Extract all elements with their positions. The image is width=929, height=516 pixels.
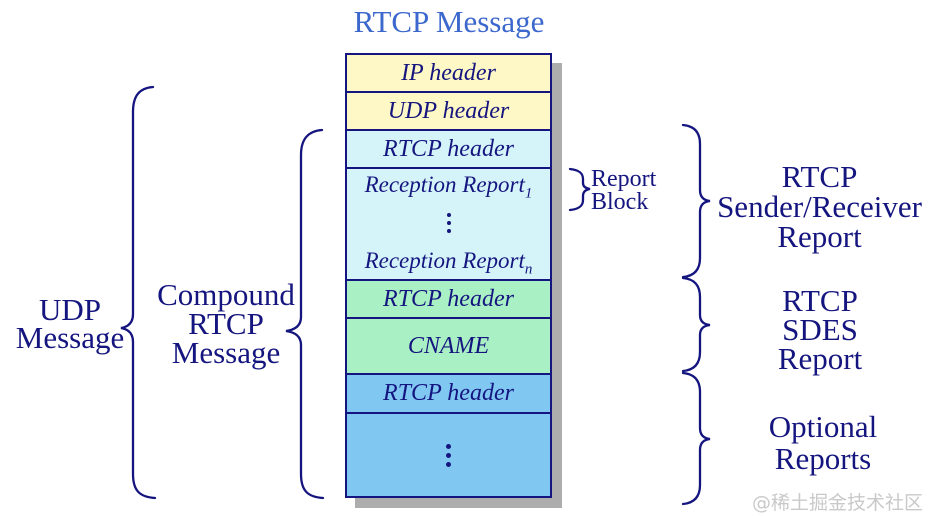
rtcp-sdes-report-label: RTCP SDES Report [720,283,920,376]
diagram-title: RTCP Message [353,4,545,39]
label-line: RTCP [188,306,264,341]
sdes-brace [681,276,711,373]
segment-rtcp-header-1: RTCP header [347,129,550,167]
segment-rtcp-header-3: RTCP header [347,373,550,412]
segment-udp-header: UDP header [347,91,550,129]
dot [446,229,451,233]
watermark: @稀土掘金技术社区 [752,492,924,514]
udp-message-label: UDP Message [0,292,140,355]
dot [446,443,451,449]
reception-report-first-subscript: 1 [524,185,533,202]
label-line: Report [777,341,863,376]
reception-report-last-text: Reception Report [364,248,525,273]
label-line: SDES [782,312,858,347]
reception-report-first: Reception Report1 [364,172,533,201]
label-line: RTCP [781,159,858,194]
label-line: Message [15,320,125,355]
segment-optional-more [347,412,550,496]
dot [446,221,451,225]
label-line: Report [777,219,862,254]
label-line: Compound [157,277,295,312]
reception-report-last-subscript: n [524,261,533,278]
label-line: UDP [38,292,101,327]
optional-reports-brace [681,371,711,506]
dot [446,461,451,467]
label-line: Optional [768,409,878,444]
reception-report-first-text: Reception Report [364,172,525,197]
label-line: RTCP [782,283,858,318]
segment-cname: CNAME [347,317,550,373]
label-line: Message [171,335,281,370]
packet-stack: IP header UDP header RTCP header Recepti… [345,53,552,498]
report-block-brace [568,167,591,212]
label-line: Sender/Receiver [717,189,922,224]
segment-rtcp-header-2: RTCP header [347,279,550,317]
dot [446,452,451,458]
vertical-ellipsis-icon [446,443,451,467]
optional-reports-label: Optional Reports [723,411,923,475]
sender-receiver-brace [681,123,711,279]
dot [446,213,451,217]
report-block-label: Report Block [591,166,681,215]
vertical-ellipsis-icon [446,213,451,233]
label-line: Report [591,166,657,192]
label-line: Block [591,189,649,215]
compound-rtcp-message-label: Compound RTCP Message [150,277,302,370]
segment-reception-reports: Reception Report1 Reception Reportn [347,167,550,279]
label-line: Reports [774,441,872,476]
segment-ip-header: IP header [347,55,550,91]
rtcp-sender-receiver-report-label: RTCP Sender/Receiver Report [710,159,929,254]
reception-report-last: Reception Reportn [364,248,533,277]
